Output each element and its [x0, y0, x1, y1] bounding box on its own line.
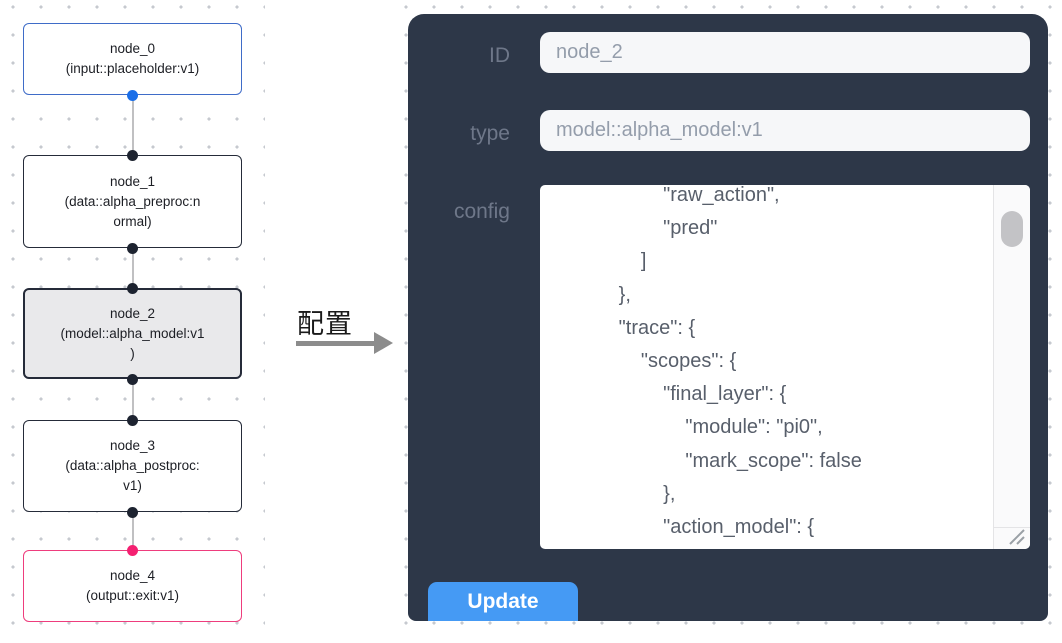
config-scrollbar-thumb[interactable] — [1001, 211, 1023, 247]
node-type-line: v1) — [123, 478, 142, 493]
edge-node0-node1 — [131, 95, 134, 155]
edge-node3-node4 — [131, 512, 134, 550]
flow-node-node_0[interactable]: node_0 (input::placeholder:v1) — [23, 23, 242, 95]
id-input[interactable] — [540, 32, 1030, 73]
node-type-line: (data::alpha_postproc: — [65, 458, 200, 473]
configure-arrow-label: 配置 — [297, 309, 353, 339]
node-name: node_4 — [109, 568, 156, 583]
edge-node1-node2 — [131, 248, 134, 288]
port-node0-output[interactable] — [127, 89, 138, 101]
node-type-line: (data::alpha_preproc:n — [64, 193, 201, 209]
node-config-panel: ID type config "raw_action", "pred" ] },… — [408, 14, 1048, 621]
id-field-label: ID — [489, 44, 510, 67]
config-scrollbar-track[interactable] — [993, 185, 1030, 527]
node-name: node_0 — [109, 41, 156, 56]
flow-node-node_3[interactable]: node_3 (data::alpha_postproc: v1) — [23, 420, 242, 512]
config-textarea[interactable]: "raw_action", "pred" ] }, "trace": { "sc… — [540, 185, 1030, 549]
node-type-line: (model::alpha_model:v1 — [60, 325, 205, 341]
update-button[interactable]: Update — [428, 582, 578, 621]
node-type-line: ) — [130, 345, 135, 361]
config-json-text: "raw_action", "pred" ] }, "trace": { "sc… — [618, 185, 862, 539]
node-name: node_2 — [109, 305, 156, 321]
port-node2-output[interactable] — [127, 373, 138, 385]
configure-arrow-head-icon — [374, 332, 393, 354]
edge-node2-node3 — [131, 379, 134, 420]
node-type-line: (input::placeholder:v1) — [65, 61, 200, 76]
port-node1-input[interactable] — [127, 149, 138, 161]
type-field-label: type — [470, 122, 510, 145]
port-node3-output[interactable] — [127, 506, 138, 518]
flow-node-node_2-selected[interactable]: node_2 (model::alpha_model:v1 ) — [23, 288, 242, 379]
node-name: node_1 — [109, 173, 156, 189]
node-type-line: ormal) — [113, 213, 152, 229]
port-node3-input[interactable] — [127, 414, 138, 426]
flow-node-node_4[interactable]: node_4 (output::exit:v1) — [23, 550, 242, 622]
configure-arrow — [296, 341, 375, 346]
port-node1-output[interactable] — [127, 242, 138, 254]
port-node2-input[interactable] — [127, 282, 138, 294]
flow-node-node_1[interactable]: node_1 (data::alpha_preproc:n ormal) — [23, 155, 242, 248]
node-name: node_3 — [109, 438, 156, 453]
config-field-label: config — [453, 200, 510, 223]
port-node4-input[interactable] — [127, 544, 138, 556]
resize-handle-icon[interactable] — [993, 527, 1030, 549]
type-input[interactable] — [540, 110, 1030, 151]
node-type-line: (output::exit:v1) — [85, 588, 180, 603]
